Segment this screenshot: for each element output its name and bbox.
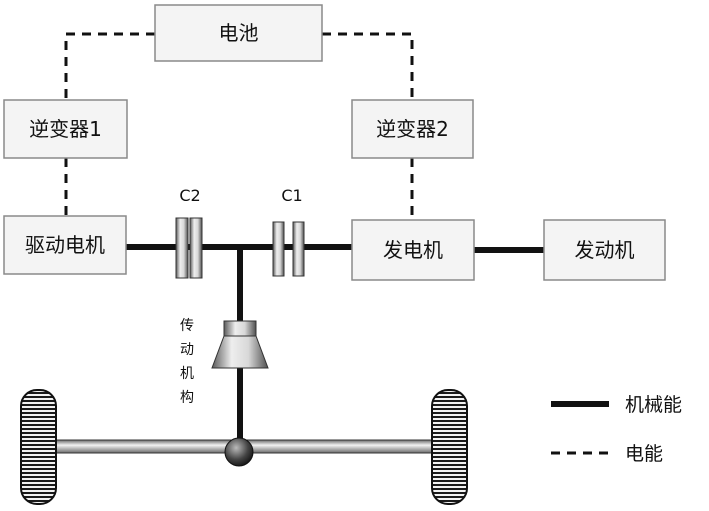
inverter1-box: 逆变器1 [3, 99, 128, 159]
differential-ball [224, 437, 254, 467]
clutch-c2-plate-right [189, 217, 203, 279]
generator-label: 发电机 [383, 238, 443, 262]
transmission-char-3: 机 [180, 366, 194, 382]
engine-label: 发动机 [575, 238, 635, 262]
transmission-cone [211, 335, 269, 369]
legend-mechanical-label: 机械能 [625, 394, 682, 416]
transmission-upper-block [223, 320, 257, 337]
inverter1-label: 逆变器1 [29, 117, 102, 141]
engine-box: 发动机 [543, 219, 666, 281]
battery-label: 电池 [219, 21, 259, 45]
clutch-c1-plate-right [292, 221, 305, 277]
left-wheel [20, 389, 57, 505]
transmission-mechanism: 传 动 机 构 [180, 318, 269, 406]
clutch-c2: C2 [175, 186, 203, 279]
mechanical-connections [126, 244, 544, 440]
generator-box: 发电机 [351, 219, 475, 281]
battery-to-inverter1-line [64, 32, 155, 100]
clutch-c2-plate-left [175, 217, 189, 279]
legend-electrical-label: 电能 [625, 443, 663, 465]
drive-motor-box: 驱动电机 [3, 215, 127, 275]
clutch-c1: C1 [272, 186, 305, 277]
legend: 机械能 电能 [551, 394, 682, 465]
drive-motor-label: 驱动电机 [25, 233, 105, 257]
electrical-connections [64, 32, 414, 220]
clutch-c1-plate-left [272, 221, 285, 277]
transmission-char-4: 构 [180, 390, 194, 406]
clutch-c1-label: C1 [281, 186, 302, 205]
battery-box: 电池 [154, 4, 323, 62]
right-wheel [431, 389, 468, 505]
inverter2-label: 逆变器2 [376, 117, 449, 141]
transmission-char-2: 动 [180, 342, 194, 358]
axle-assembly [20, 389, 468, 505]
transmission-char-1: 传 [180, 318, 194, 334]
clutch-c2-label: C2 [179, 186, 200, 205]
battery-to-inverter2-line [322, 32, 414, 100]
inverter2-box: 逆变器2 [351, 99, 474, 159]
